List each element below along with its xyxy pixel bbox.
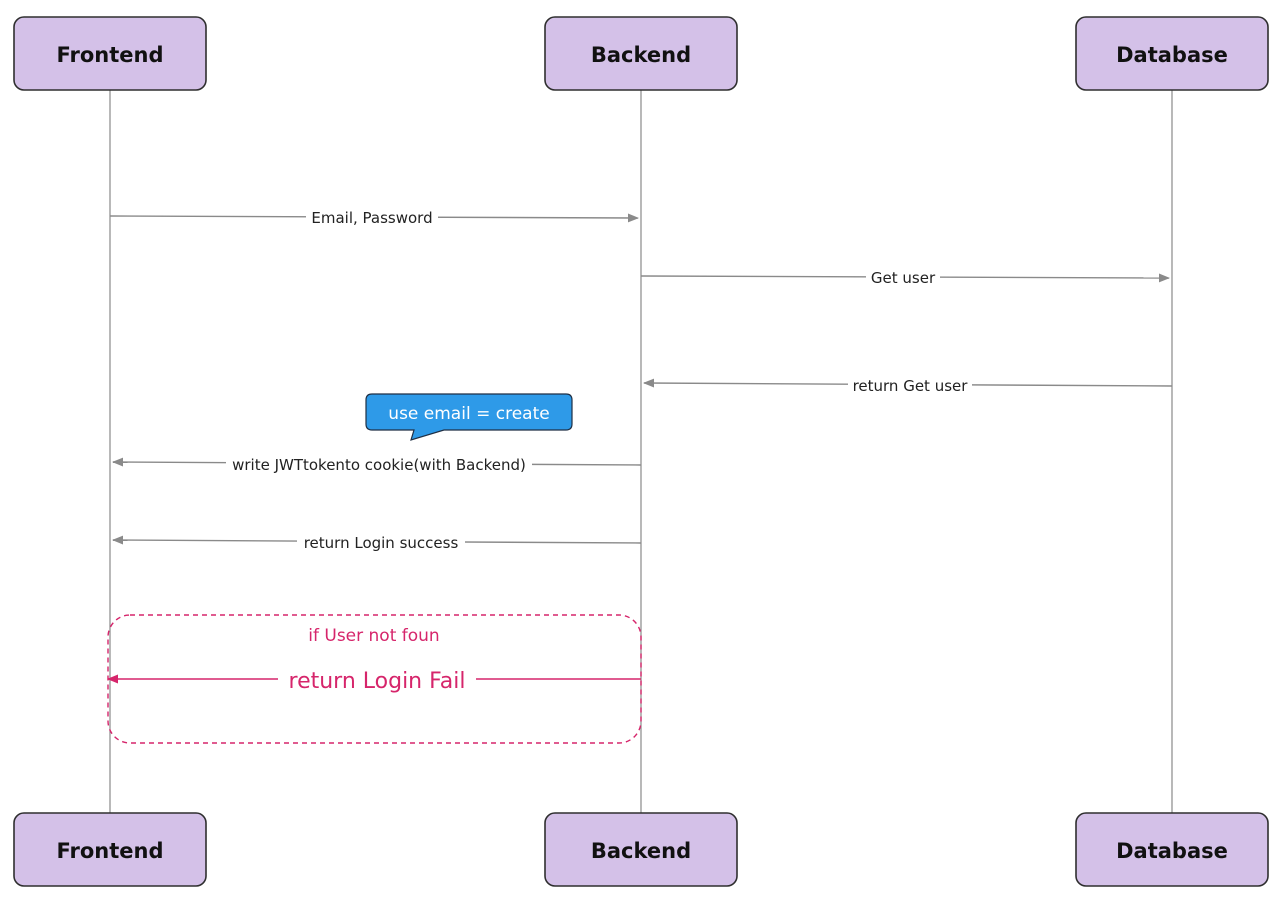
- label-background: [278, 664, 476, 694]
- actor-box: [544, 812, 738, 887]
- message-label: Email, Password: [311, 209, 432, 227]
- message-write-jwt-cookie[interactable]: write JWTtokento cookie(with Backend): [111, 454, 642, 476]
- message-label: return Login success: [304, 534, 459, 552]
- message-email-password[interactable]: Email, Password: [109, 207, 640, 229]
- label-background: [297, 532, 465, 554]
- note-text: use email = create: [388, 404, 549, 424]
- actor-box: [13, 812, 207, 887]
- actor-database-top[interactable]: Database: [1075, 16, 1269, 91]
- message-label: write JWTtokento cookie(with Backend): [232, 456, 526, 474]
- actor-frontend-top[interactable]: Frontend: [13, 16, 207, 91]
- frame-condition: if User not foun: [308, 626, 439, 646]
- actor-box: [1075, 812, 1269, 887]
- actor-label: Frontend: [57, 43, 164, 67]
- message-return-login-fail[interactable]: return Login Fail: [106, 664, 641, 694]
- label-background: [226, 454, 532, 476]
- message-label: Get user: [871, 269, 936, 287]
- message-label: return Get user: [853, 377, 969, 395]
- label-background: [866, 267, 940, 289]
- actor-label: Backend: [591, 839, 691, 863]
- actor-label: Database: [1116, 43, 1228, 67]
- message-return-login-success[interactable]: return Login success: [111, 532, 642, 554]
- actor-backend-top[interactable]: Backend: [544, 16, 738, 91]
- actor-label: Frontend: [57, 839, 164, 863]
- actor-box: [13, 16, 207, 91]
- actor-frontend-bottom[interactable]: Frontend: [13, 812, 207, 887]
- actor-database-bottom[interactable]: Database: [1075, 812, 1269, 887]
- message-get-user[interactable]: Get user: [640, 267, 1171, 289]
- label-background: [848, 375, 972, 397]
- actor-label: Database: [1116, 839, 1228, 863]
- message-return-get-user[interactable]: return Get user: [642, 375, 1173, 397]
- note-bubble: [365, 393, 573, 441]
- actor-box: [1075, 16, 1269, 91]
- label-background: [306, 207, 438, 229]
- actor-label: Backend: [591, 43, 691, 67]
- actor-box: [544, 16, 738, 91]
- message-label: return Login Fail: [289, 669, 466, 694]
- note-callout[interactable]: use email = create: [365, 393, 573, 441]
- actor-backend-bottom[interactable]: Backend: [544, 812, 738, 887]
